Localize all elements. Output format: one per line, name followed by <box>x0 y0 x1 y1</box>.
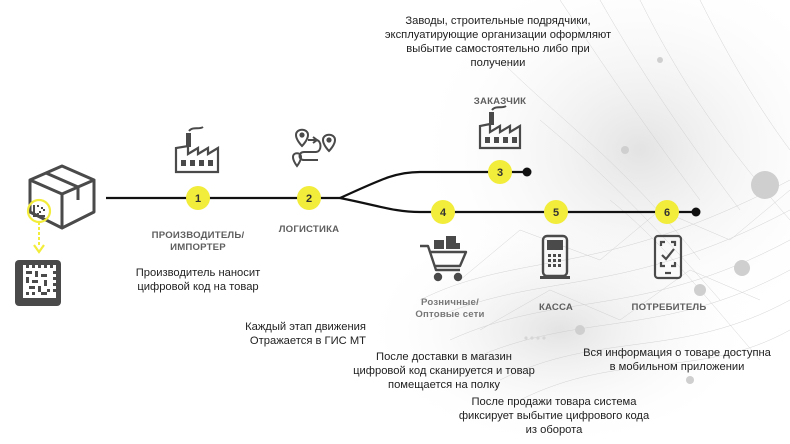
step-desc-checkout: После продажи товара система фиксирует в… <box>458 396 650 436</box>
box-icon <box>28 164 96 230</box>
shopping-cart-icon <box>420 236 468 282</box>
step-desc-producer: Производитель наносит цифровой код на то… <box>135 267 261 293</box>
step-node-2: 2 <box>297 186 321 210</box>
step-node-4: 4 <box>431 200 455 224</box>
smartphone-scan-icon <box>653 234 683 280</box>
end-dot-customer <box>522 167 532 177</box>
end-dot-consumer <box>691 207 701 217</box>
factory-icon <box>174 126 220 174</box>
step-number: 1 <box>195 193 201 205</box>
step-heading-retail: Розничные/ Оптовые сети <box>415 297 485 320</box>
step-desc-customer: Заводы, строительные подрядчики, эксплуа… <box>384 15 612 69</box>
step-node-5: 5 <box>544 200 568 224</box>
step-number: 5 <box>553 207 559 219</box>
step-node-6: 6 <box>655 200 679 224</box>
step-desc-consumer: Вся информация о товаре доступна в мобил… <box>583 347 771 373</box>
datamatrix-small-icon <box>33 205 45 217</box>
step-heading-consumer: ПОТРЕБИТЕЛЬ <box>631 302 707 313</box>
step-heading-logistics: ЛОГИСТИКА <box>278 224 340 235</box>
step-desc-retail: После доставки в магазин цифровой код ск… <box>353 351 535 391</box>
branch-line-retail <box>339 196 696 214</box>
branch-line-customer <box>339 170 527 200</box>
factory-icon <box>478 105 522 150</box>
step-number: 3 <box>497 167 503 179</box>
step-heading-customer: ЗАКАЗЧИК <box>473 96 527 107</box>
step-heading-checkout: КАССА <box>538 302 574 313</box>
step-node-3: 3 <box>488 160 512 184</box>
step-desc-logistics: Каждый этап движения Отражается в ГИС МТ <box>245 321 366 347</box>
route-icon <box>291 128 337 168</box>
payment-terminal-icon <box>540 234 570 279</box>
arrow-head <box>33 244 45 254</box>
datamatrix-icon <box>15 260 61 306</box>
step-number: 6 <box>664 207 670 219</box>
step-number: 2 <box>306 193 312 205</box>
step-number: 4 <box>440 207 447 219</box>
step-heading-producer: ПРОИЗВОДИТЕЛЬ/ ИМПОРТЕР <box>151 230 245 253</box>
step-node-1: 1 <box>186 186 210 210</box>
